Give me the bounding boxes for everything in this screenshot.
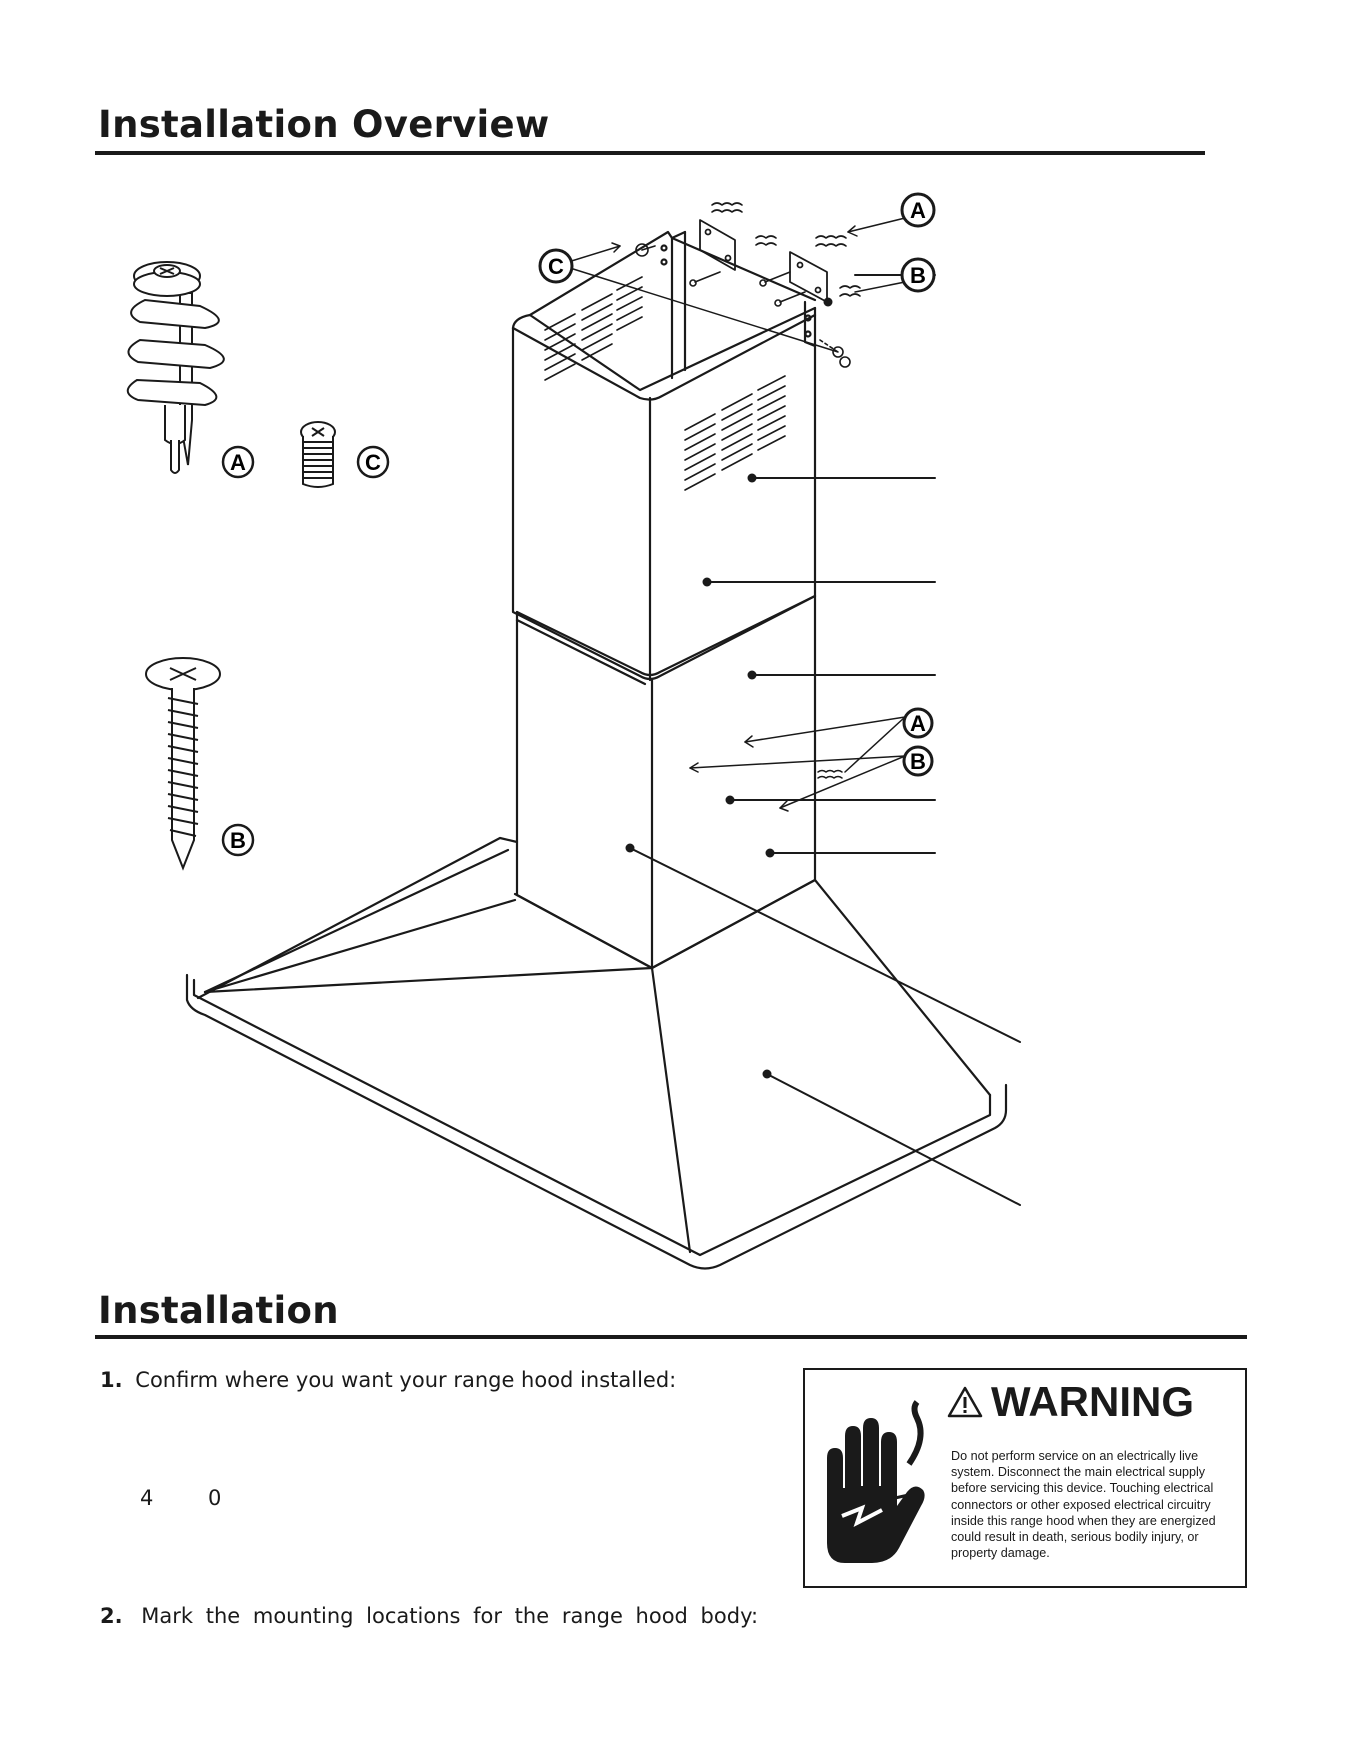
leader-lines <box>629 274 1021 1206</box>
stray-char: 0 <box>208 1486 222 1510</box>
installation-rule <box>95 1335 1247 1339</box>
machine-screw-icon <box>300 421 336 488</box>
svg-text:B: B <box>910 263 926 288</box>
section-title-overview: Installation Overview <box>98 103 550 146</box>
svg-text:C: C <box>548 254 564 279</box>
svg-text:A: A <box>910 198 926 223</box>
wood-screw-icon <box>145 657 221 871</box>
drywall-anchor-icon <box>126 261 225 474</box>
warning-text: Do not perform service on an electricall… <box>951 1449 1216 1561</box>
legend-letter-c: C <box>356 445 390 479</box>
vent-slots <box>544 276 786 491</box>
step-number: 1. <box>100 1368 123 1392</box>
step-1: 1. Confirm where you want your range hoo… <box>100 1368 676 1392</box>
callout-c-top: C <box>538 248 574 284</box>
callout-letters: A B C A B A C B <box>221 192 936 857</box>
warning-triangle-icon <box>947 1386 983 1418</box>
legend-letter-b: B <box>221 823 255 857</box>
stray-char: 4 <box>140 1486 154 1510</box>
svg-text:B: B <box>910 749 926 774</box>
svg-text:B: B <box>230 828 246 853</box>
warning-title-text: WARNING <box>991 1378 1194 1425</box>
step-text: Mark the mounting locations for the rang… <box>141 1604 759 1628</box>
callout-b-mid: B <box>902 745 934 777</box>
top-fasteners <box>635 202 861 368</box>
svg-text:C: C <box>365 450 381 475</box>
hood-canopy <box>185 836 1008 1270</box>
mounting-brackets <box>699 219 828 303</box>
callout-b-top: B <box>900 257 936 293</box>
warning-title: WARNING <box>947 1378 1194 1426</box>
upper-chimney <box>511 230 817 682</box>
lower-chimney <box>515 594 817 970</box>
step-number: 2. <box>100 1604 123 1628</box>
title-rule <box>95 151 1205 155</box>
electric-shock-hand-icon <box>827 1400 925 1563</box>
legend-letter-a: A <box>221 445 255 479</box>
callout-a-top: A <box>900 192 936 228</box>
leader-dots <box>625 297 833 1079</box>
callout-a-mid: A <box>902 707 934 739</box>
svg-text:A: A <box>230 450 246 475</box>
warning-box: WARNING Do not perform service on an ele… <box>803 1368 1247 1588</box>
section-title-installation: Installation <box>98 1289 339 1332</box>
step-text: Confirm where you want your range hood i… <box>135 1368 677 1392</box>
svg-text:A: A <box>910 711 926 736</box>
step-2: 2. Mark the mounting locations for the r… <box>100 1604 758 1628</box>
